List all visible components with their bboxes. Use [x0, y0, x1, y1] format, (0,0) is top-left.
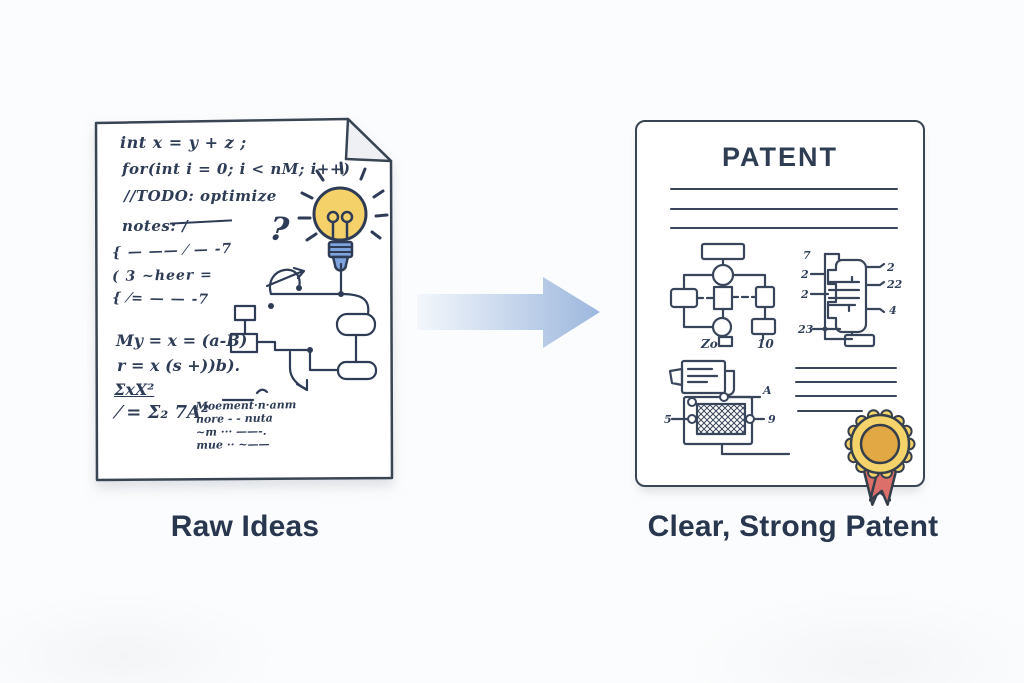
- text-rule: [795, 395, 897, 397]
- math-line: My = x = (a-B): [116, 331, 248, 350]
- ref-numeral: 5: [664, 413, 672, 426]
- right-caption: Clear, Strong Patent: [647, 510, 939, 543]
- scribble-line: { ⁄= — — -7: [111, 290, 210, 308]
- code-line: int x = y + z ;: [120, 133, 247, 152]
- ref-numeral: 22: [886, 278, 903, 291]
- text-rule: [670, 227, 898, 229]
- transform-arrow-icon: [417, 277, 600, 348]
- patent-title: PATENT: [722, 142, 838, 172]
- text-rule: [670, 188, 898, 190]
- text-rule: [795, 381, 897, 383]
- ref-numeral: 23: [797, 323, 814, 336]
- text-rule: [670, 208, 898, 210]
- text-rule: [795, 367, 897, 369]
- raw-ideas-document: int x = y + z ; for(int i = 0; i < nM; i…: [90, 115, 398, 485]
- ref-numeral: 2: [886, 261, 895, 274]
- scribble-line: ( 3 ~heer =: [111, 267, 213, 285]
- ref-numeral: 2: [800, 288, 809, 301]
- patent-figure-cross-section: 7 2 2 23 2 22 4: [797, 249, 903, 348]
- ref-numeral: A: [762, 384, 772, 397]
- ref-numeral: 2: [800, 268, 809, 281]
- notes-label: notes: /: [122, 217, 189, 235]
- left-caption: Raw Ideas: [170, 510, 320, 543]
- code-line: //TODO: optimize: [124, 187, 277, 205]
- patent-figure-hatched-component: A 5 9: [664, 359, 791, 456]
- math-line: r = x (s +))b).: [117, 356, 241, 375]
- patent-document: PATENT: [635, 120, 925, 506]
- text-rule: [797, 410, 863, 412]
- ref-numeral: 7: [803, 249, 811, 262]
- figure-label: 10: [757, 337, 774, 351]
- ref-numeral: 9: [768, 413, 776, 426]
- code-line: for(int i = 0; i < nM; i++): [122, 160, 351, 178]
- figure-label: Zo: [700, 337, 718, 351]
- ref-numeral: 4: [889, 304, 897, 317]
- messy-flowchart-icon: [221, 262, 378, 402]
- math-line: ⁄ = Σ₂ 7A²: [117, 402, 209, 423]
- question-mark: ?: [268, 209, 291, 249]
- patent-figure-block-diagram: Zo 10: [669, 242, 777, 351]
- math-line: ΣxX²: [114, 380, 155, 399]
- award-seal-icon: [844, 409, 916, 506]
- lightbulb-icon: [297, 161, 389, 272]
